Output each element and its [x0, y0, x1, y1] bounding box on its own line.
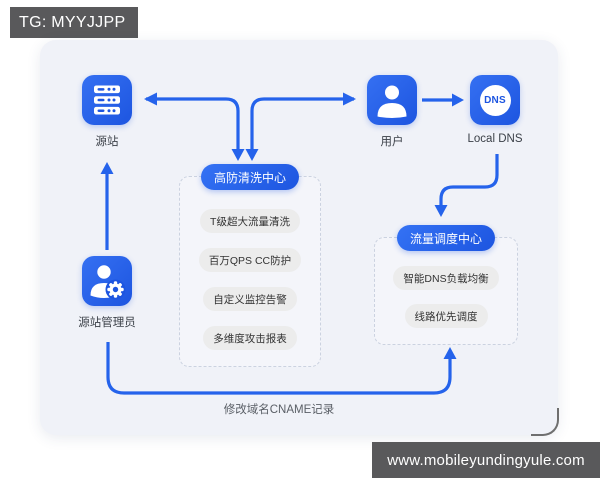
- origin-admin-label: 源站管理员: [78, 317, 136, 329]
- cname-annotation: 修改域名CNAME记录: [223, 404, 335, 416]
- local-dns-label: Local DNS: [467, 133, 523, 145]
- dns-icon-text: DNS: [484, 94, 506, 106]
- scheduling-feature-item: 线路优先调度: [404, 304, 488, 328]
- scrubbing-center-group: 高防清洗中心 T级超大流量清洗 百万QPS CC防护 自定义监控告警 多维度攻击…: [179, 164, 321, 367]
- origin-label: 源站: [95, 136, 119, 148]
- scheduling-center-pill: 流量调度中心: [396, 225, 496, 251]
- scheduling-feature-item: 智能DNS负载均衡: [393, 266, 499, 290]
- local-dns-node: DNS: [470, 75, 520, 125]
- user-label: 用户: [380, 136, 404, 148]
- telegram-contact-badge: TG: MYYJJPP: [10, 7, 138, 38]
- scrubbing-feature-item: 多维度攻击报表: [203, 326, 297, 350]
- dns-icon: DNS: [479, 84, 511, 116]
- admin-gear-icon: [90, 265, 126, 300]
- watermark-url-badge: www.mobileyundingyule.com: [372, 442, 600, 478]
- origin-server-node: [82, 75, 132, 125]
- scrubbing-feature-item: T级超大流量清洗: [200, 209, 300, 233]
- user-node: [367, 75, 417, 125]
- scheduling-center-group: 流量调度中心 智能DNS负载均衡 线路优先调度: [374, 225, 518, 345]
- server-icon: [94, 85, 120, 115]
- scrubbing-feature-item: 自定义监控告警: [203, 287, 297, 311]
- scrubbing-feature-item: 百万QPS CC防护: [198, 248, 302, 272]
- scrubbing-center-pill: 高防清洗中心: [200, 164, 300, 190]
- user-icon: [377, 85, 407, 118]
- origin-admin-node: [82, 256, 132, 306]
